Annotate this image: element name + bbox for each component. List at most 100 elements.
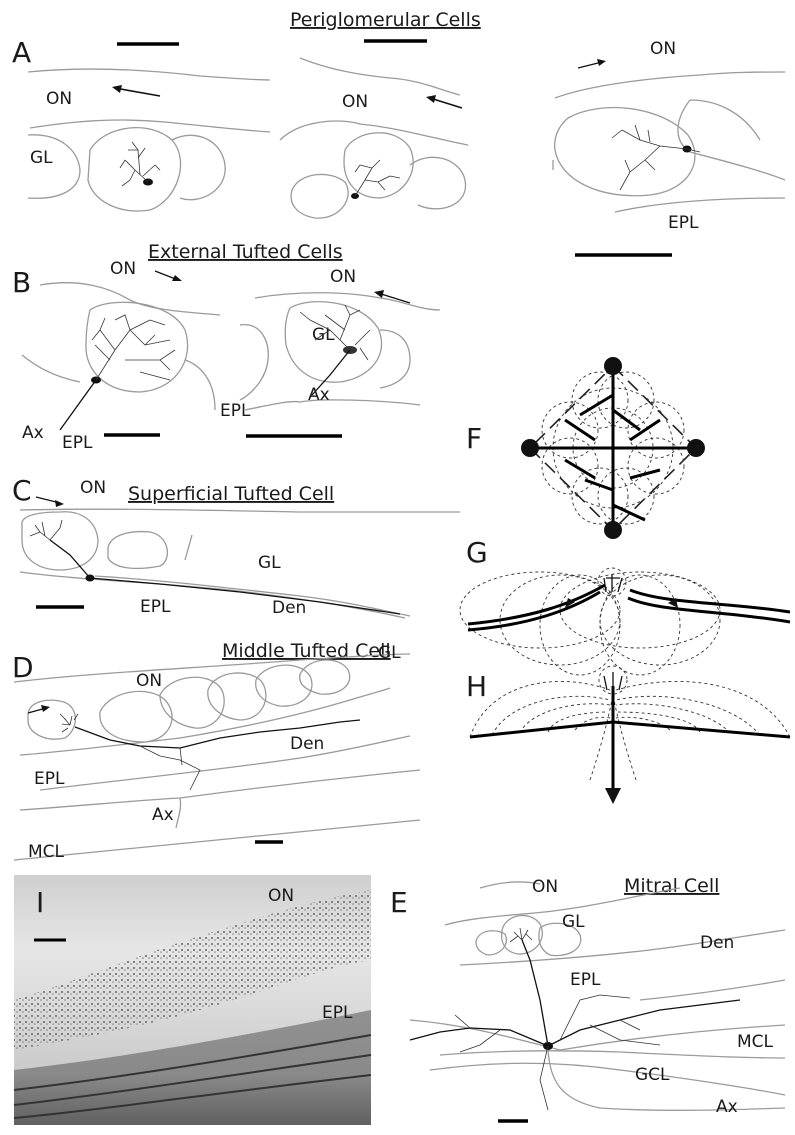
label-on: ON <box>80 478 106 498</box>
label-epl: EPL <box>62 433 93 453</box>
glomerulus-outline <box>291 174 348 218</box>
arrowhead-icon <box>597 59 606 66</box>
label-ax: Ax <box>152 805 174 825</box>
arrowhead-icon <box>426 95 436 103</box>
nerve-layer-boundary <box>480 882 540 888</box>
label-epl: EPL <box>220 401 251 421</box>
layer-boundary <box>22 355 80 382</box>
glomerulus-outline <box>344 133 413 198</box>
panel-d-title: Middle Tufted Cell <box>222 640 391 662</box>
layer-boundary <box>245 400 420 410</box>
label-epl: EPL <box>34 769 65 789</box>
glomerulus-outline <box>555 108 695 196</box>
label-gl: GL <box>30 148 53 168</box>
label-epl: EPL <box>668 213 699 233</box>
panel-h: H <box>466 666 790 804</box>
external-tufted-cell <box>300 305 370 395</box>
axon-line <box>468 585 605 630</box>
label-gl: GL <box>312 325 335 345</box>
panel-h-letter: H <box>466 670 487 703</box>
panel-d: D Middle Tufted Cell ON GL Den EPL Ax MC… <box>12 640 420 862</box>
label-gl: GL <box>258 553 281 573</box>
glomerulus-outline <box>208 673 266 720</box>
mitral-cell <box>410 928 740 1110</box>
panel-g: G <box>460 536 790 675</box>
arrow-icon <box>115 88 160 96</box>
panel-b-title: External Tufted Cells <box>148 241 343 263</box>
nerve-layer-boundary <box>555 72 785 98</box>
layer-boundary <box>440 1051 785 1058</box>
glomerulus-outline <box>22 512 98 570</box>
glomerulus-outline <box>108 532 167 569</box>
panel-e-letter: E <box>390 886 408 919</box>
panel-f-letter: F <box>466 422 482 455</box>
panel-i-letter: I <box>36 886 44 919</box>
label-ax: Ax <box>716 1097 738 1117</box>
periglomerular-cell <box>351 160 400 199</box>
panel-e: E Mitral Cell ON GL Den EPL MCL GCL Ax <box>390 875 785 1121</box>
panel-f: F <box>466 357 705 539</box>
label-on: ON <box>110 259 136 279</box>
panel-i-micrograph: I ON EPL <box>14 875 371 1125</box>
panel-a-letter: A <box>12 36 31 69</box>
arrowhead-icon <box>55 500 64 507</box>
layer-boundary <box>430 1063 785 1095</box>
glomerulus-outline <box>28 700 75 739</box>
panel-e-title: Mitral Cell <box>624 875 719 897</box>
layer-boundary <box>40 736 410 790</box>
dendrite-line <box>470 722 790 737</box>
arrowhead-icon <box>112 85 122 93</box>
label-on: ON <box>330 267 356 287</box>
label-mcl: MCL <box>28 842 65 862</box>
dendrite-lines <box>530 366 696 530</box>
label-on: ON <box>268 886 294 906</box>
nerve-layer-boundary <box>678 100 785 180</box>
panel-c-letter: C <box>12 474 32 507</box>
nerve-layer-boundary <box>40 283 220 315</box>
layer-boundary <box>240 325 268 400</box>
periglomerular-cell <box>612 125 700 190</box>
glomerulus-outline <box>160 677 224 728</box>
label-on: ON <box>342 92 368 112</box>
glomerulus-outline <box>410 157 466 209</box>
panel-g-letter: G <box>466 536 488 569</box>
axon-line <box>628 590 790 622</box>
label-on: ON <box>532 877 558 897</box>
label-on: ON <box>46 89 72 109</box>
nerve-layer-boundary <box>20 509 460 512</box>
glomerulus-outline <box>380 330 410 388</box>
nerve-layer-boundary <box>690 100 760 140</box>
panel-a-title: Periglomerular Cells <box>290 9 481 31</box>
periglomerular-cell <box>120 142 160 186</box>
label-den: Den <box>700 933 734 953</box>
nerve-layer-boundary <box>300 58 460 95</box>
label-den: Den <box>272 598 306 618</box>
arrowhead-icon <box>605 788 621 804</box>
layer-boundary <box>185 535 192 560</box>
layer-boundary <box>460 930 785 965</box>
nerve-layer-boundary <box>255 293 440 310</box>
panel-d-letter: D <box>12 651 34 684</box>
label-mcl: MCL <box>737 1032 774 1052</box>
label-ax: Ax <box>22 423 44 443</box>
glomerulus-outline <box>300 660 350 694</box>
label-gl: GL <box>378 643 401 663</box>
cell-body-dot <box>687 439 705 457</box>
layer-boundary <box>640 980 785 1000</box>
superficial-tufted-cell <box>30 520 400 614</box>
arrowhead-icon <box>172 275 182 281</box>
panel-a: A Periglomerular Cells ON GL ON <box>12 9 785 255</box>
layer-boundary <box>20 572 405 618</box>
tuft-icon <box>604 672 622 690</box>
glomerulus-outline <box>502 915 543 954</box>
glomerulus-outline <box>100 691 172 742</box>
label-epl: EPL <box>322 1003 353 1023</box>
label-gcl: GCL <box>635 1065 670 1085</box>
cell-body-dot <box>604 357 622 375</box>
layer-boundary <box>14 820 420 860</box>
nerve-layer-boundary <box>30 120 270 132</box>
label-on: ON <box>136 671 162 691</box>
label-epl: EPL <box>570 970 601 990</box>
label-epl: EPL <box>140 597 171 617</box>
